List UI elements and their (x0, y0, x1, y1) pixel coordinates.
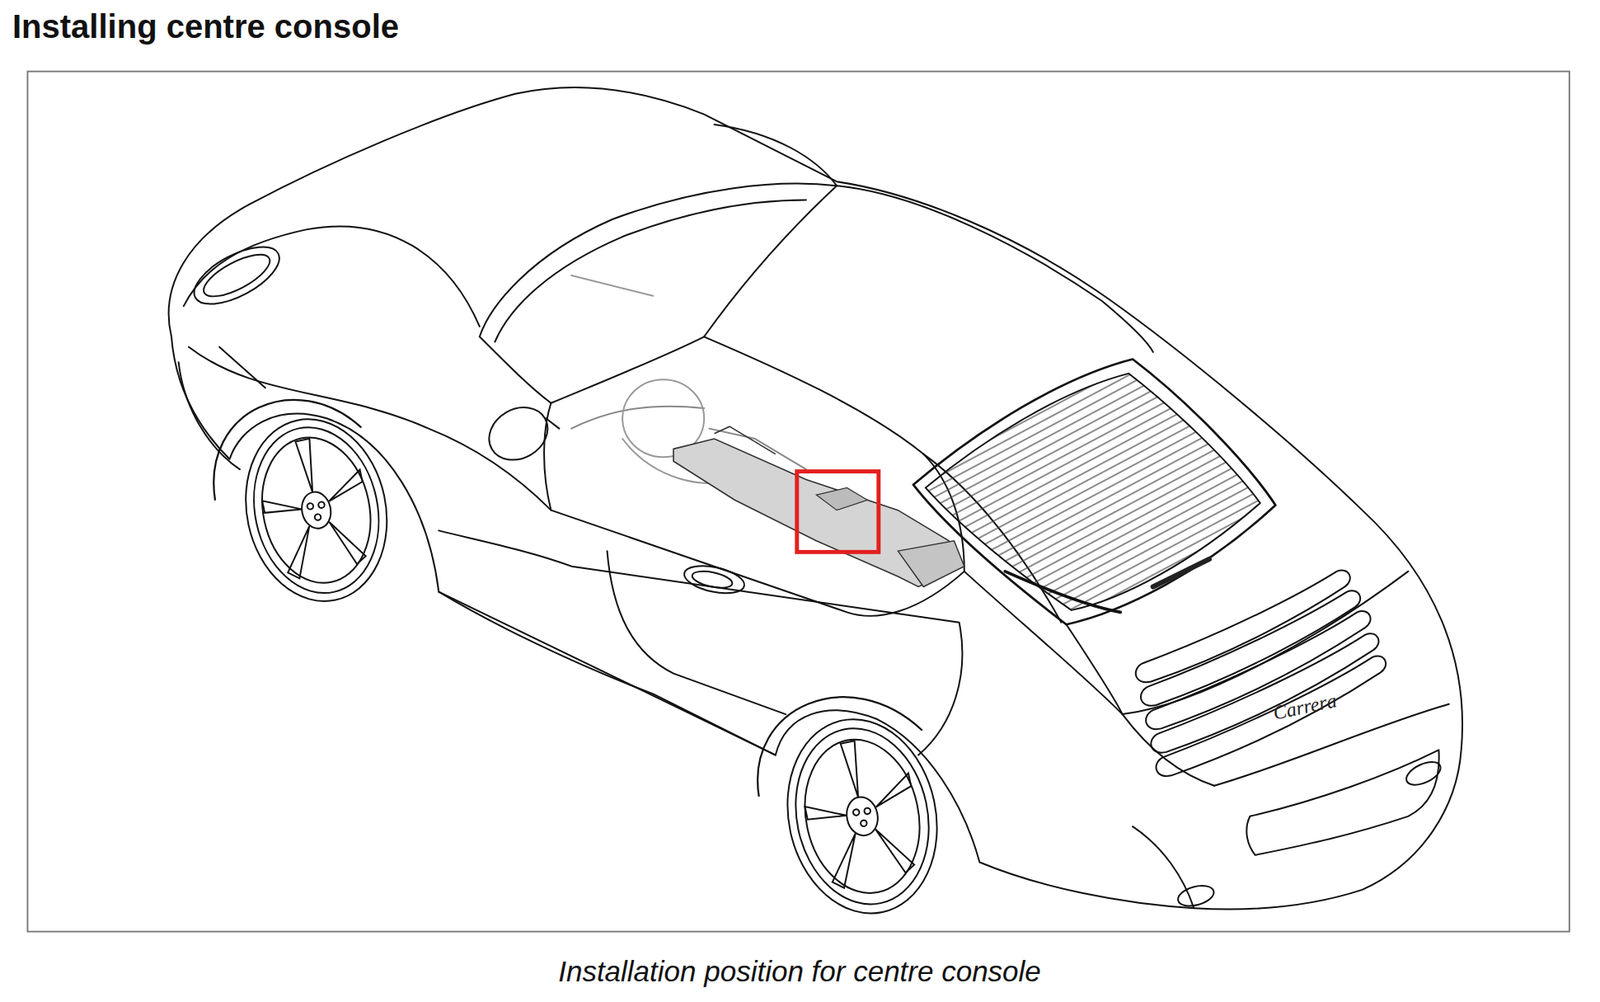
car-body (168, 87, 1463, 910)
figure-caption: Installation position for centre console (558, 954, 1042, 988)
centre-console (673, 426, 965, 587)
frame (27, 71, 1569, 932)
highlight-box (797, 471, 879, 553)
badge-script: Carrera (1271, 689, 1339, 725)
page-title: Installing centre console (12, 8, 399, 46)
wheels (197, 383, 958, 932)
